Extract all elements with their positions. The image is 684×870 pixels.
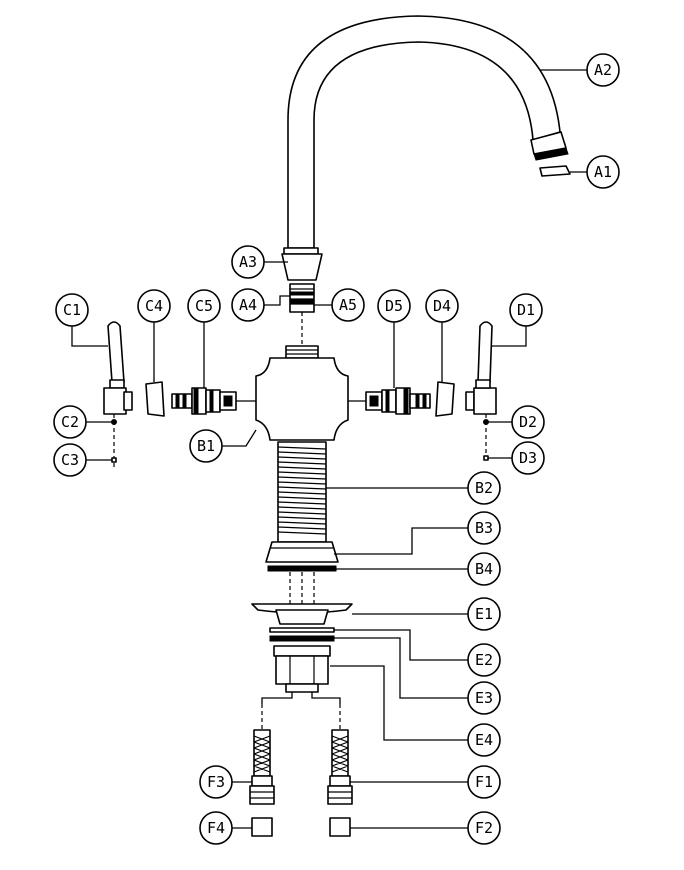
callout-label: A3 bbox=[239, 253, 257, 271]
spout-base bbox=[281, 253, 323, 281]
callout-label: B4 bbox=[475, 560, 493, 578]
body-shank bbox=[277, 441, 327, 543]
callout-label: A2 bbox=[594, 61, 612, 79]
callout-label: F1 bbox=[475, 773, 493, 791]
right-hose bbox=[327, 729, 353, 837]
callout-F2: F2 bbox=[467, 811, 501, 845]
callout-label: D5 bbox=[385, 297, 403, 315]
callout-label: C3 bbox=[61, 451, 79, 469]
callout-C5: C5 bbox=[187, 289, 221, 323]
spout-nipple bbox=[289, 283, 315, 313]
mounting-kit bbox=[251, 603, 353, 730]
callout-label: C2 bbox=[61, 413, 79, 431]
callout-C2: C2 bbox=[53, 405, 87, 439]
callout-A4: A4 bbox=[231, 288, 265, 322]
callout-A3: A3 bbox=[231, 245, 265, 279]
callout-label: A1 bbox=[594, 163, 612, 181]
callout-label: C5 bbox=[195, 297, 213, 315]
callout-label: B3 bbox=[475, 519, 493, 537]
callout-label: F2 bbox=[475, 819, 493, 837]
callout-E2: E2 bbox=[467, 643, 501, 677]
callout-label: F4 bbox=[207, 819, 225, 837]
callout-label: C4 bbox=[145, 297, 163, 315]
spout-assembly bbox=[281, 15, 571, 346]
callout-E3: E3 bbox=[467, 681, 501, 715]
callout-label: E3 bbox=[475, 689, 493, 707]
callout-label: A5 bbox=[339, 296, 357, 314]
left-cartridge bbox=[171, 387, 237, 415]
callout-label: B1 bbox=[197, 437, 215, 455]
callout-B1: B1 bbox=[189, 429, 223, 463]
callout-A1: A1 bbox=[586, 155, 620, 189]
callout-D4: D4 bbox=[425, 289, 459, 323]
callout-D5: D5 bbox=[377, 289, 411, 323]
callout-D2: D2 bbox=[511, 405, 545, 439]
callout-D3: D3 bbox=[511, 441, 545, 475]
spout-collar bbox=[283, 247, 319, 255]
left-lever bbox=[107, 321, 125, 383]
left-hose bbox=[249, 729, 275, 837]
callout-A5: A5 bbox=[331, 288, 365, 322]
callout-label: D1 bbox=[517, 301, 535, 319]
mounting-washer bbox=[269, 627, 335, 633]
callout-label: C1 bbox=[63, 301, 81, 319]
callout-E4: E4 bbox=[467, 723, 501, 757]
left-handle-assembly bbox=[103, 321, 256, 470]
mounting-gasket bbox=[269, 635, 335, 642]
right-handle-assembly bbox=[348, 321, 497, 462]
left-shroud bbox=[145, 381, 165, 417]
valve-body bbox=[255, 357, 349, 441]
callout-F4: F4 bbox=[199, 811, 233, 845]
base-gasket bbox=[267, 565, 337, 572]
right-cartridge bbox=[365, 387, 431, 415]
right-shroud bbox=[435, 381, 455, 417]
aerator bbox=[539, 165, 571, 177]
callout-label: E2 bbox=[475, 651, 493, 669]
mounting-nut bbox=[273, 645, 331, 693]
callout-B4: B4 bbox=[467, 552, 501, 586]
body-assembly bbox=[255, 345, 349, 604]
callout-F3: F3 bbox=[199, 765, 233, 799]
callout-C4: C4 bbox=[137, 289, 171, 323]
callout-B3: B3 bbox=[467, 511, 501, 545]
leader-lines bbox=[71, 69, 587, 829]
callout-D1: D1 bbox=[509, 293, 543, 327]
left-hub bbox=[103, 387, 127, 415]
callout-label: E4 bbox=[475, 731, 493, 749]
callout-label: D4 bbox=[433, 297, 451, 315]
spout-tube bbox=[287, 15, 561, 249]
callout-label: B2 bbox=[475, 479, 493, 497]
right-cap bbox=[483, 455, 489, 461]
callout-label: D2 bbox=[519, 413, 537, 431]
supply-hoses bbox=[249, 729, 353, 837]
callout-C1: C1 bbox=[55, 293, 89, 327]
callout-label: D3 bbox=[519, 449, 537, 467]
callout-label: E1 bbox=[475, 605, 493, 623]
callout-label: F3 bbox=[207, 773, 225, 791]
right-lever bbox=[477, 321, 493, 383]
callout-B2: B2 bbox=[467, 471, 501, 505]
callout-label: A4 bbox=[239, 296, 257, 314]
base-flange bbox=[265, 541, 339, 563]
body-top-thread bbox=[285, 345, 319, 359]
spout-end-ring-2 bbox=[533, 147, 569, 161]
right-hub bbox=[473, 387, 497, 415]
callout-A2: A2 bbox=[586, 53, 620, 87]
callout-F1: F1 bbox=[467, 765, 501, 799]
callout-E1: E1 bbox=[467, 597, 501, 631]
left-cap bbox=[111, 457, 117, 463]
callout-C3: C3 bbox=[53, 443, 87, 477]
